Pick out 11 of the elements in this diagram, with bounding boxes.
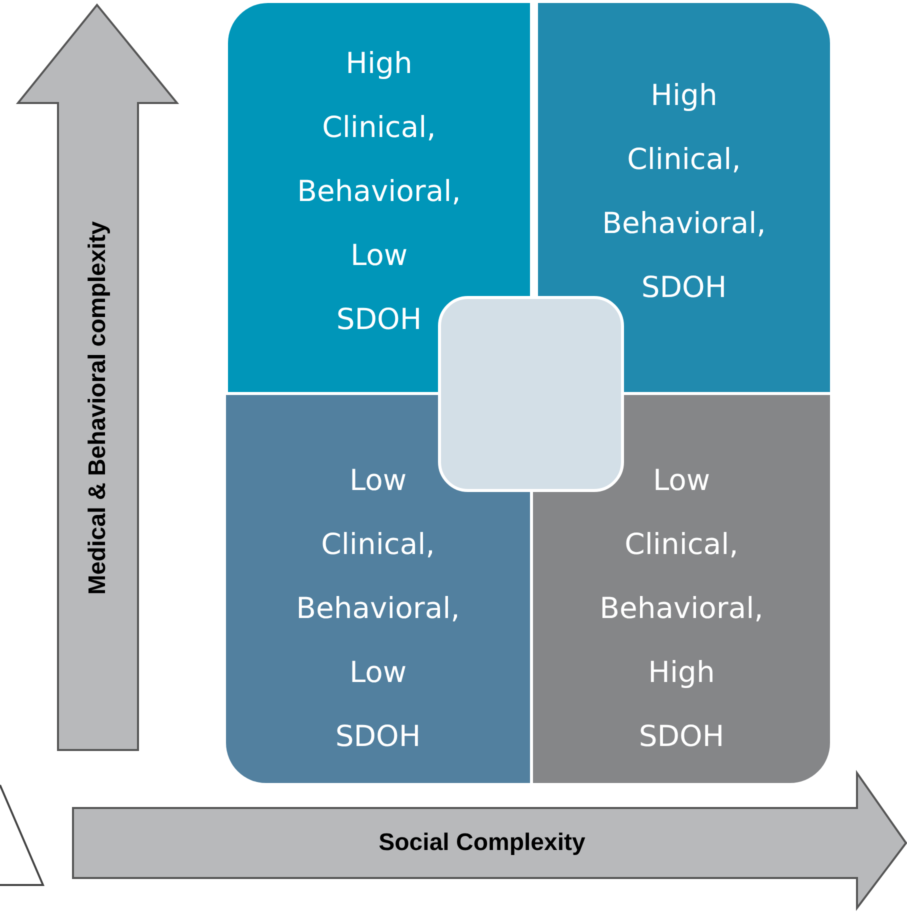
quadrant-box (533, 395, 830, 783)
quadrant-text: Low Clinical, Behavioral, High SDOH (598, 462, 764, 755)
axis-label: Social Complexity (378, 829, 586, 857)
axis-label: Medical & Behavioral complexity (84, 221, 112, 595)
quadrant-text: High Clinical, Behavioral, Low SDOH (296, 45, 462, 338)
quadrant-box (226, 395, 530, 783)
quadrant-box (538, 3, 830, 392)
rounded-square (438, 296, 624, 492)
quadrant-text: Low Clinical, Behavioral, Low SDOH (295, 462, 461, 755)
quadrant-box (228, 3, 530, 392)
quadrant-text: High Clinical, Behavioral, SDOH (601, 77, 767, 306)
